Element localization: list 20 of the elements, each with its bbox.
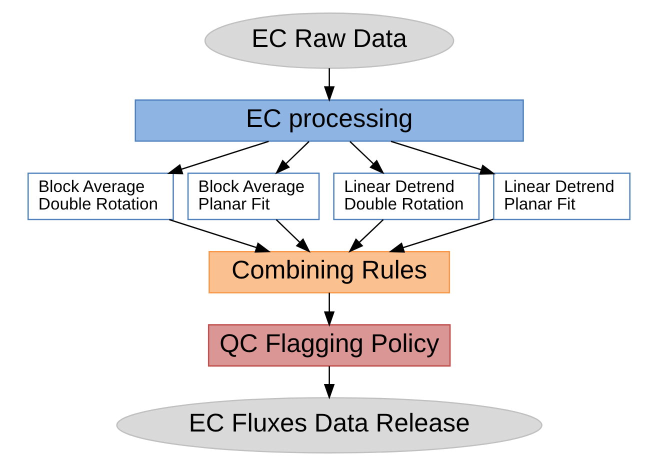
arrow: [275, 219, 310, 253]
node-box: Linear Detrend Planar Fit: [492, 172, 630, 220]
arrow: [349, 141, 384, 174]
node-ellipse: EC Fluxes Data Release: [116, 397, 542, 454]
arrow: [323, 292, 334, 327]
node-box: Linear Detrend Double Rotation: [332, 172, 480, 220]
arrow: [388, 218, 493, 253]
arrow: [390, 140, 496, 175]
arrow: [166, 140, 268, 174]
node-box: EC processing: [134, 99, 524, 142]
arrow: [168, 219, 270, 253]
arrow: [323, 366, 334, 400]
arrow: [323, 68, 334, 102]
node-box: Block Average Double Rotation: [27, 172, 174, 220]
node-ellipse: EC Raw Data: [204, 12, 454, 69]
node-box: Block Average Planar Fit: [186, 172, 320, 220]
arrow: [348, 219, 384, 253]
arrow: [274, 141, 309, 174]
node-box: Combining Rules: [208, 250, 450, 294]
node-box: QC Flagging Policy: [207, 324, 450, 367]
